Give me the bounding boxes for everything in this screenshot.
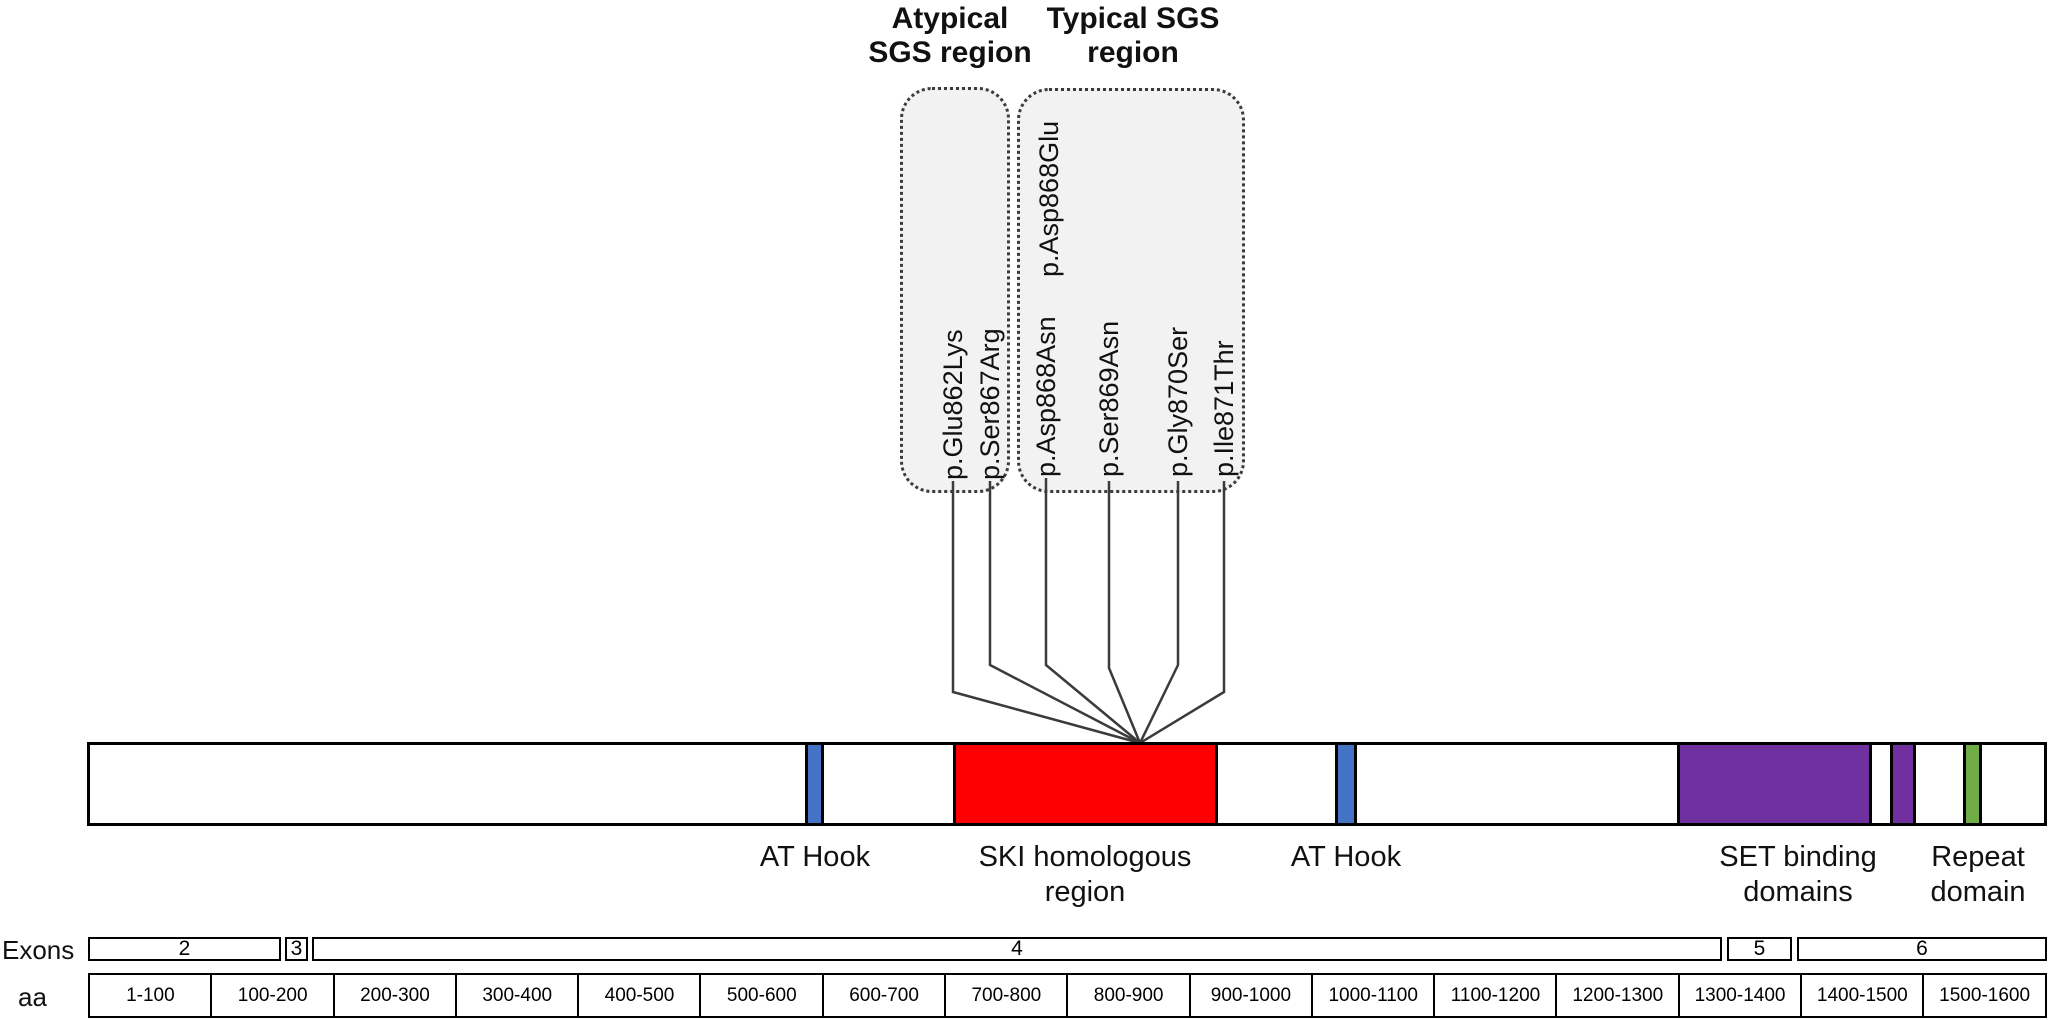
atypical-sgs-box [900, 87, 1010, 493]
mutation-label-ser869asn: p.Ser869Asn [1094, 320, 1124, 477]
mutation-label-asp868asn: p.Asp868Asn [1031, 316, 1061, 477]
atypical-title-line2: SGS region [868, 36, 1032, 69]
domain-at-hook-1 [805, 742, 824, 826]
domain-set-binding-1 [1677, 742, 1872, 826]
aa-cell: 800-900 [1066, 973, 1192, 1018]
typical-sgs-box [1017, 88, 1245, 493]
exons-row-label: Exons [2, 935, 75, 965]
aa-cell: 400-500 [577, 973, 702, 1018]
domain-at-hook-2 [1335, 742, 1357, 826]
aa-cell: 700-800 [943, 973, 1069, 1018]
aa-cell: 900-1000 [1188, 973, 1314, 1018]
aa-cell: 500-600 [699, 973, 825, 1018]
aa-ruler: 1-100 100-200 200-300 300-400 400-500 50… [88, 973, 2047, 1018]
mutation-label-asp868glu: p.Asp868Glu [1034, 120, 1064, 277]
label-at-hook-2: AT Hook [1290, 841, 1402, 873]
aa-cell: 200-300 [332, 973, 458, 1018]
aa-cell: 1300-1400 [1677, 973, 1803, 1018]
aa-cell: 1500-1600 [1922, 973, 2047, 1018]
typical-title-line1: Typical SGS [1046, 2, 1220, 35]
label-set-binding-domains: SET binding domains [1719, 841, 1877, 908]
aa-row-label: aa [18, 982, 47, 1012]
protein-bar [87, 742, 2047, 826]
typical-sgs-region-title: Typical SGS region [1047, 2, 1220, 70]
typical-title-line2: region [1087, 36, 1179, 69]
exon-cell-6: 6 [1797, 937, 2047, 961]
atypical-sgs-region-title: Atypical SGS region [868, 2, 1031, 70]
label-at-hook-1: AT Hook [759, 841, 871, 873]
mutation-label-gly870ser: p.Gly870Ser [1163, 326, 1193, 477]
label-ski-homologous-region: SKI homologous region [978, 841, 1192, 908]
exon-cell-5: 5 [1727, 937, 1792, 961]
aa-cell: 1-100 [88, 973, 213, 1018]
label-repeat-domain: Repeat domain [1930, 841, 2026, 908]
exon-cell-2: 2 [88, 937, 281, 961]
aa-cell: 300-400 [454, 973, 580, 1018]
exon-cell-4: 4 [312, 937, 1722, 961]
mutation-label-ser867arg: p.Ser867Arg [975, 328, 1005, 480]
aa-cell: 1400-1500 [1799, 973, 1925, 1018]
mutation-label-ile871thr: p.Ile871Thr [1209, 340, 1239, 477]
exon-cell-3: 3 [285, 937, 308, 961]
aa-cell: 600-700 [821, 973, 947, 1018]
aa-cell: 1000-1100 [1310, 973, 1436, 1018]
domain-repeat [1963, 742, 1982, 826]
mutation-label-glu862lys: p.Glu862Lys [938, 329, 968, 480]
atypical-title-line1: Atypical [891, 2, 1009, 35]
aa-cell: 1100-1200 [1433, 973, 1558, 1018]
aa-cell: 1200-1300 [1555, 973, 1681, 1018]
domain-set-binding-2 [1890, 742, 1916, 826]
domain-ski-homologous-region [953, 742, 1218, 826]
aa-cell: 100-200 [210, 973, 336, 1018]
